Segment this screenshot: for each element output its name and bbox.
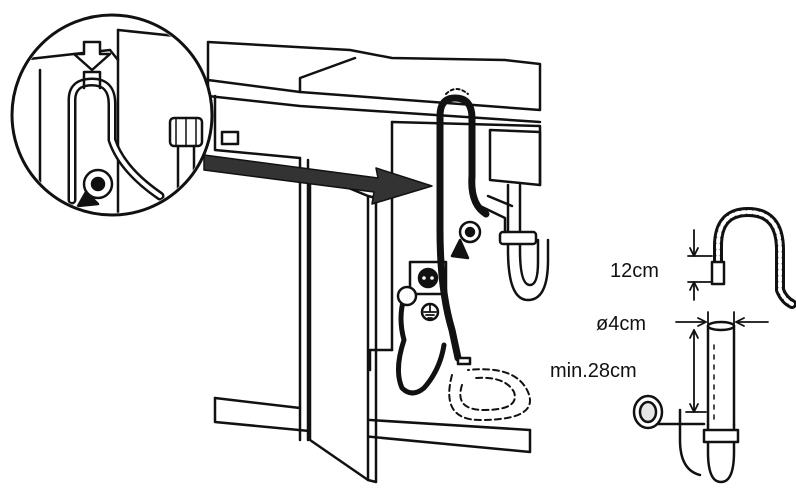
label-hose-height: 12cm (610, 260, 659, 282)
sink-drain (476, 128, 550, 302)
detail-zoom-circle (10, 13, 214, 217)
open-cabinet-door (308, 170, 378, 484)
hose-loop-dashed (448, 368, 531, 421)
water-tap (450, 220, 482, 260)
ground-symbol-icon (420, 302, 440, 322)
label-pipe-diameter: ø4cm (596, 313, 646, 335)
power-cable (396, 285, 447, 396)
dimension-lines (675, 229, 769, 413)
standpipe-detail (632, 207, 796, 484)
kitchen-cabinet (206, 40, 542, 454)
label-min-height: min.28cm (550, 360, 637, 382)
down-arrow-icon (72, 40, 112, 72)
pointer-arrow-icon (203, 154, 433, 205)
drain-hose (436, 88, 490, 366)
